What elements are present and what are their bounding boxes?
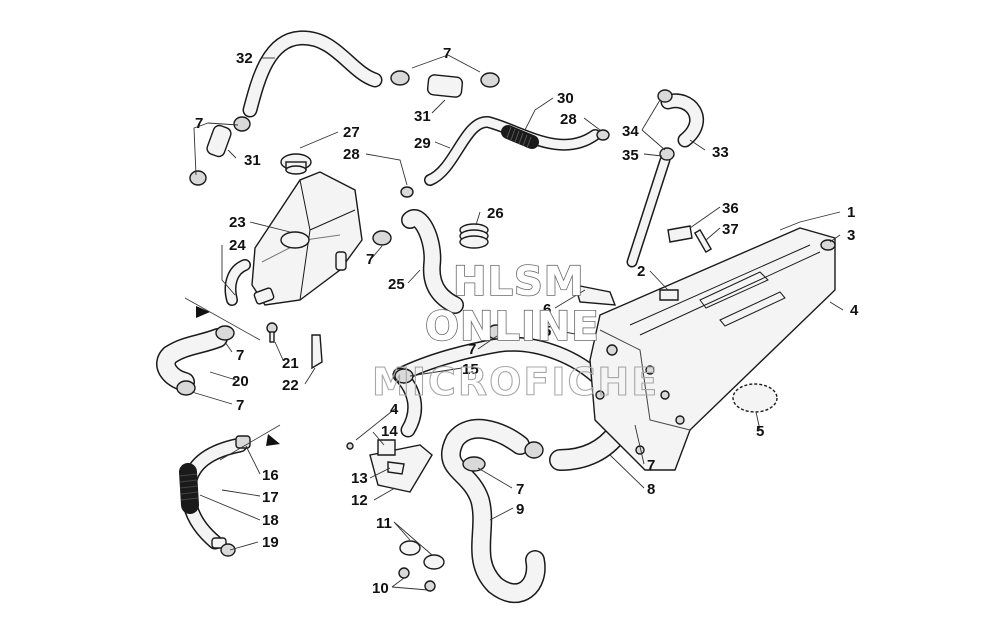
callout-4: 4: [390, 401, 399, 418]
callout-8: 8: [647, 481, 655, 498]
callout-18: 18: [262, 512, 279, 529]
callout-10: 10: [372, 580, 389, 597]
hose-35: [626, 154, 671, 268]
callout-23: 23: [229, 214, 246, 231]
callout-36: 36: [722, 200, 739, 217]
hose-25: [401, 209, 464, 314]
callout-26: 26: [487, 205, 504, 222]
callout-7: 7: [195, 115, 203, 132]
direction-arrow-lower: [219, 424, 281, 461]
callout-24: 24: [229, 237, 246, 254]
callout-9: 9: [516, 501, 524, 518]
hose-20: [156, 328, 228, 392]
watermark-line-1: HLSM: [453, 259, 585, 305]
clip-13: [387, 461, 405, 475]
callout-12: 12: [351, 492, 368, 509]
callout-5: 5: [756, 423, 764, 440]
callout-15: 15: [462, 361, 479, 378]
callout-7: 7: [366, 251, 374, 268]
callout-25: 25: [388, 276, 405, 293]
hose-15: [392, 336, 608, 388]
watermark-line-2: ONLINE: [425, 304, 600, 350]
bolts-10: [398, 567, 436, 592]
heat-exchanger: [589, 227, 836, 471]
bracket-22: [311, 334, 323, 370]
callout-22: 22: [282, 377, 299, 394]
bolt-21: [266, 322, 278, 343]
callout-7: 7: [468, 341, 476, 358]
callout-31: 31: [414, 108, 431, 125]
callout-7: 7: [236, 397, 244, 414]
hose-29: [424, 116, 601, 186]
screw-4: [346, 442, 354, 450]
hose-30-sleeve: [501, 125, 539, 149]
callout-28: 28: [560, 111, 577, 128]
hose-9: [440, 418, 546, 604]
hose-8: [549, 421, 629, 471]
hose-33: [660, 93, 704, 148]
callout-7: 7: [516, 481, 524, 498]
callout-32: 32: [236, 50, 253, 67]
connector-31-upper: [426, 74, 464, 98]
callout-34: 34: [622, 123, 639, 140]
callout-33: 33: [712, 144, 729, 161]
callout-labels: 32 7 31 30 28 29 7 31 27 28 34 35 33 23 …: [195, 45, 859, 597]
callout-2: 2: [637, 263, 645, 280]
callout-37: 37: [722, 221, 739, 238]
callout-11: 11: [376, 515, 392, 532]
callout-27: 27: [343, 124, 360, 141]
callout-6: 6: [543, 301, 551, 318]
clip-14: [377, 439, 396, 456]
callout-3: 3: [847, 227, 855, 244]
radiator-cap-27: [280, 153, 312, 175]
direction-arrow-upper: [184, 297, 261, 341]
callout-7: 7: [236, 347, 244, 364]
watermark: HLSM ONLINE MICROFICHE: [371, 258, 659, 404]
callout-1: 1: [847, 204, 855, 221]
callout-19: 19: [262, 534, 279, 551]
callout-29: 29: [414, 135, 431, 152]
callout-4: 4: [850, 302, 859, 319]
hose-24: [224, 259, 251, 306]
callout-13: 13: [351, 470, 368, 487]
callout-16: 16: [262, 467, 279, 484]
bracket-36: [667, 225, 713, 253]
callout-17: 17: [262, 489, 279, 506]
connector-31-left: [206, 124, 232, 158]
gasket-5: [732, 383, 778, 413]
callout-21: 21: [282, 355, 299, 372]
leader-lines: [191, 54, 844, 591]
spring-clamp-26: [459, 223, 489, 249]
callout-35: 35: [622, 147, 639, 164]
hose-32: [242, 30, 383, 118]
callout-14: 14: [381, 423, 398, 440]
callout-7: 7: [647, 457, 655, 474]
hose-18-sleeve: [179, 463, 199, 514]
coolant-tank: [251, 171, 363, 306]
callout-31: 31: [244, 152, 261, 169]
callout-20: 20: [232, 373, 249, 390]
callout-28: 28: [343, 146, 360, 163]
callout-30: 30: [557, 90, 574, 107]
callout-5: 5: [543, 323, 551, 340]
mount-2: [659, 289, 679, 301]
watermark-line-3: MICROFICHE: [372, 360, 659, 404]
clamps-11: [399, 540, 445, 570]
callout-7: 7: [443, 45, 451, 62]
